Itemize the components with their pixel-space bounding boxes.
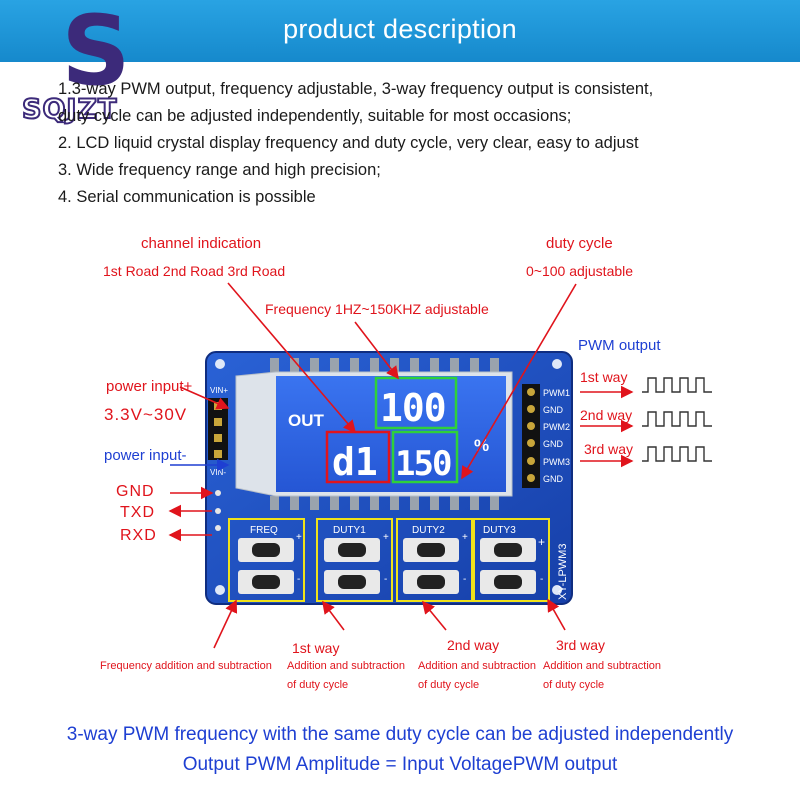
right-header-pins [522,384,540,488]
way1-bottom-label: 1st way [292,640,340,656]
tactile-buttons [238,538,536,594]
voltage-range-label: 3.3V~30V [104,405,188,424]
button-group-duty1: DUTY1 + - [316,518,393,602]
power-input-plus-label: power input+ [106,378,193,395]
duty3-add-sub-label: Addition and subtraction [543,660,662,672]
description-line: 2. LCD liquid crystal display frequency … [58,134,639,152]
logo-mark: S [61,0,131,107]
description-line: 1.3-way PWM output, frequency adjustable… [58,80,654,98]
mount-hole [215,359,225,369]
txd-label: TXD [120,504,155,521]
txd-pad [215,508,221,514]
channel-arrow [227,282,357,434]
rxd-label: RXD [120,527,157,544]
duty2-add-sub-label: Addition and subtraction [418,660,537,672]
description-list: 1.3-way PWM output, frequency adjustable… [58,78,778,213]
way2-label: 2nd way [580,407,633,423]
duty1-of-duty-label: of duty cycle [287,679,349,691]
duty-range-label: 0~100 adjustable [526,263,634,279]
duty1-buttons-arrow [322,600,345,631]
way3-label: 3rd way [584,441,634,457]
board-model-label: XY-LPWM3 [557,544,569,600]
freq-buttons-arrow [213,599,238,649]
lcd-pins-bottom [270,496,499,510]
minus-sign: - [297,574,300,585]
lcd-freq-value: 150 [395,444,451,484]
plus-sign: + [296,532,302,543]
plus-sign: + [462,532,468,543]
description-line: 4. Serial communication is possible [58,188,316,206]
pin-pwm2-label: PWM2 [543,422,570,432]
duty1-button-label: DUTY1 [333,525,366,536]
duty2-of-duty-label: of duty cycle [418,679,480,691]
minus-sign: - [540,574,543,585]
duty2-button-label: DUTY2 [412,525,445,536]
plus-sign: + [538,535,545,549]
freq-button-label: FREQ [250,525,278,536]
pwm1-waveform-icon [642,377,712,393]
minus-sign: - [384,574,387,585]
pwm3-waveform-icon [642,446,712,462]
power-plus-arrow [179,386,230,410]
header-banner: product description [0,0,800,62]
page-title: product description [283,14,517,44]
rxd-pad [215,525,221,531]
way2-bottom-label: 2nd way [447,637,500,653]
vin-minus-label: VIN- [210,468,226,477]
gnd-label: GND [116,483,155,500]
button-group-freq: FREQ + - [228,518,305,602]
frequency-label: Frequency 1HZ~150KHZ adjustable [265,301,489,317]
way3-bottom-label: 3rd way [556,637,606,653]
description-line: 3. Wide frequency range and high precisi… [58,161,381,179]
pwm2-waveform-icon [642,411,712,427]
pin-gnd-label: GND [543,405,564,415]
button-group-duty3: DUTY3 + - [473,518,550,602]
brand-logo: S SQJZT [21,0,142,128]
roads-label: 1st Road 2nd Road 3rd Road [103,263,286,279]
pin-gnd-label: GND [543,474,564,484]
mount-hole [552,359,562,369]
lcd-channel-value: d1 [332,440,378,484]
vin-plus-label: VIN+ [210,386,228,395]
footer-line-1: 3-way PWM frequency with the same duty c… [66,724,734,745]
mount-hole [215,585,225,595]
freq-add-sub-label: Frequency addition and subtraction [100,660,272,672]
plus-sign: + [383,532,389,543]
duty3-button-label: DUTY3 [483,525,516,536]
frequency-highlight [391,430,459,484]
channel-highlight [325,430,391,484]
duty2-buttons-arrow [421,600,447,631]
description-line: duty cycle can be adjusted independently… [58,107,572,125]
channel-indication-label: channel indication [141,235,262,252]
frequency-arrow [354,321,399,380]
mount-hole [552,585,562,595]
footer-line-2: Output PWM Amplitude = Input VoltagePWM … [182,754,618,775]
duty-highlight [374,376,458,430]
minus-sign: - [463,574,466,585]
pin-pwm3-label: PWM3 [543,457,570,467]
way1-label: 1st way [580,369,628,385]
pin-gnd-label: GND [543,439,564,449]
pin-pwm1-label: PWM1 [543,388,570,398]
duty3-buttons-arrow [547,598,566,631]
logo-text: SQJZT [21,93,118,126]
lcd-duty-value: 100 [380,386,446,430]
duty1-add-sub-label: Addition and subtraction [287,660,406,672]
duty-cycle-label: duty cycle [546,235,613,252]
power-input-minus-label: power input- [104,447,187,464]
duty3-of-duty-label: of duty cycle [543,679,605,691]
pwm-output-label: PWM output [578,337,661,354]
gnd-pad [215,490,221,496]
lcd-out-label: OUT [288,411,325,430]
duty-cycle-arrow [461,283,577,480]
